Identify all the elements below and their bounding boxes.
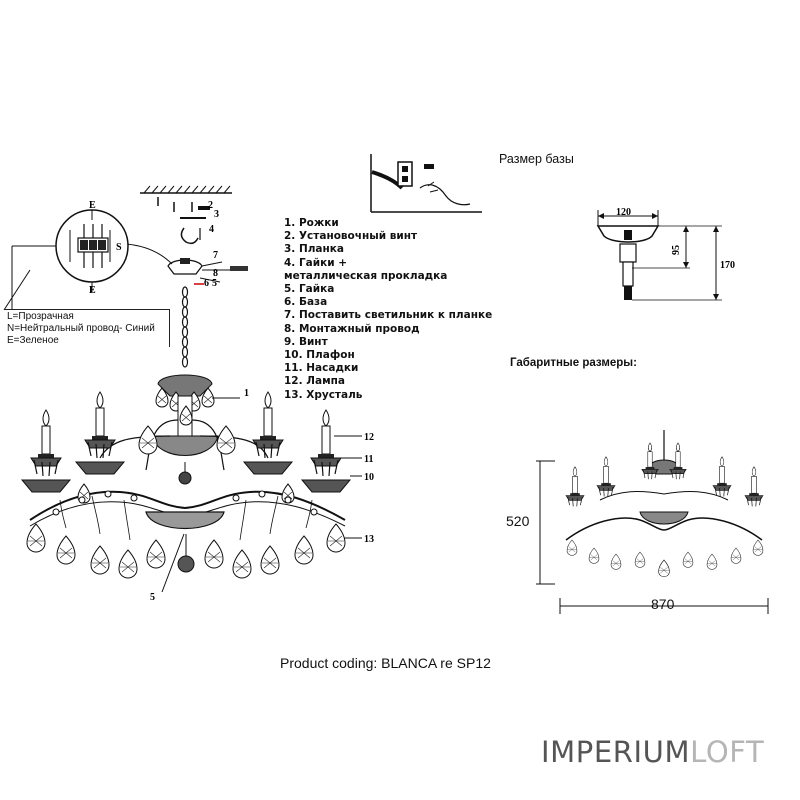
svg-text:5: 5 [212,278,217,289]
svg-text:7: 7 [213,250,218,261]
parts-list-item: 6. База [284,296,328,309]
parts-list: 1. Рожки 2. Установочный винт 3. Планка … [284,217,492,402]
parts-list-item: 12. Лампа [284,375,345,388]
brand-logo: IMPERIUMLOFT [541,735,764,769]
wiring-legend-line: E=Зеленое [7,335,59,346]
parts-list-item: 11. Насадки [284,362,359,375]
parts-list-item: 2. Установочный винт [284,230,418,243]
wiring-legend: L=Прозрачная N=Нейтральный провод- Синий… [4,309,170,347]
svg-text:2: 2 [208,200,213,211]
overall-dimensions-title: Габаритные размеры: [510,357,637,369]
parts-list-item: 1. Рожки [284,217,339,229]
parts-list-item: 9. Винт [284,335,328,348]
base-size-title: Размер базы [499,152,574,166]
wiring-legend-line: N=Нейтральный провод- Синий [7,323,155,334]
overall-dimension-drawing [536,430,769,614]
wiring-legend-line: L=Прозрачная [7,311,74,322]
svg-text:6: 6 [204,278,209,289]
overall-height-label: 520 [506,513,530,529]
svg-text:3: 3 [214,209,219,220]
callout-5: 5 [150,592,155,603]
callout-11: 11 [364,454,373,465]
callout-1: 1 [244,388,249,399]
parts-list-item: 10. Плафон [284,349,355,362]
base-total-height-label: 170 [720,260,735,271]
callout-12: 12 [364,432,374,443]
callout-13: 13 [364,534,374,545]
ceiling-mount-detail: 2 3 4 7 8 6 5 [125,185,248,289]
brand-logo-part1: IMPERIUM [541,735,691,769]
base-dimension-drawing [596,210,722,301]
overall-width-label: 870 [651,596,675,612]
terminal-label-bottom: E [89,285,96,296]
parts-list-item: 3. Планка [284,243,344,256]
brand-logo-part2: LOFT [690,735,765,769]
terminal-label-side: S [116,242,122,253]
parts-list-item: 4. Гайки + [284,256,348,269]
parts-list-item: металлическая прокладка [284,269,448,282]
base-inner-height-label: 95 [671,245,682,255]
parts-list-item: 5. Гайка [284,283,335,296]
terminal-label-top: E [89,200,96,211]
mounting-sketch [370,154,482,213]
parts-list-item: 13. Хрусталь [284,388,363,401]
parts-list-item: 7. Поставить светильник к планке [284,309,493,322]
product-coding: Product coding: BLANCA re SP12 [280,655,491,671]
svg-text:8: 8 [213,268,218,279]
callout-10: 10 [364,472,374,483]
parts-list-item: 8. Монтажный провод [284,322,420,335]
svg-text:4: 4 [209,224,214,235]
base-width-label: 120 [616,207,631,218]
terminal-block-detail [3,209,129,311]
chandelier-front-view [20,286,362,593]
